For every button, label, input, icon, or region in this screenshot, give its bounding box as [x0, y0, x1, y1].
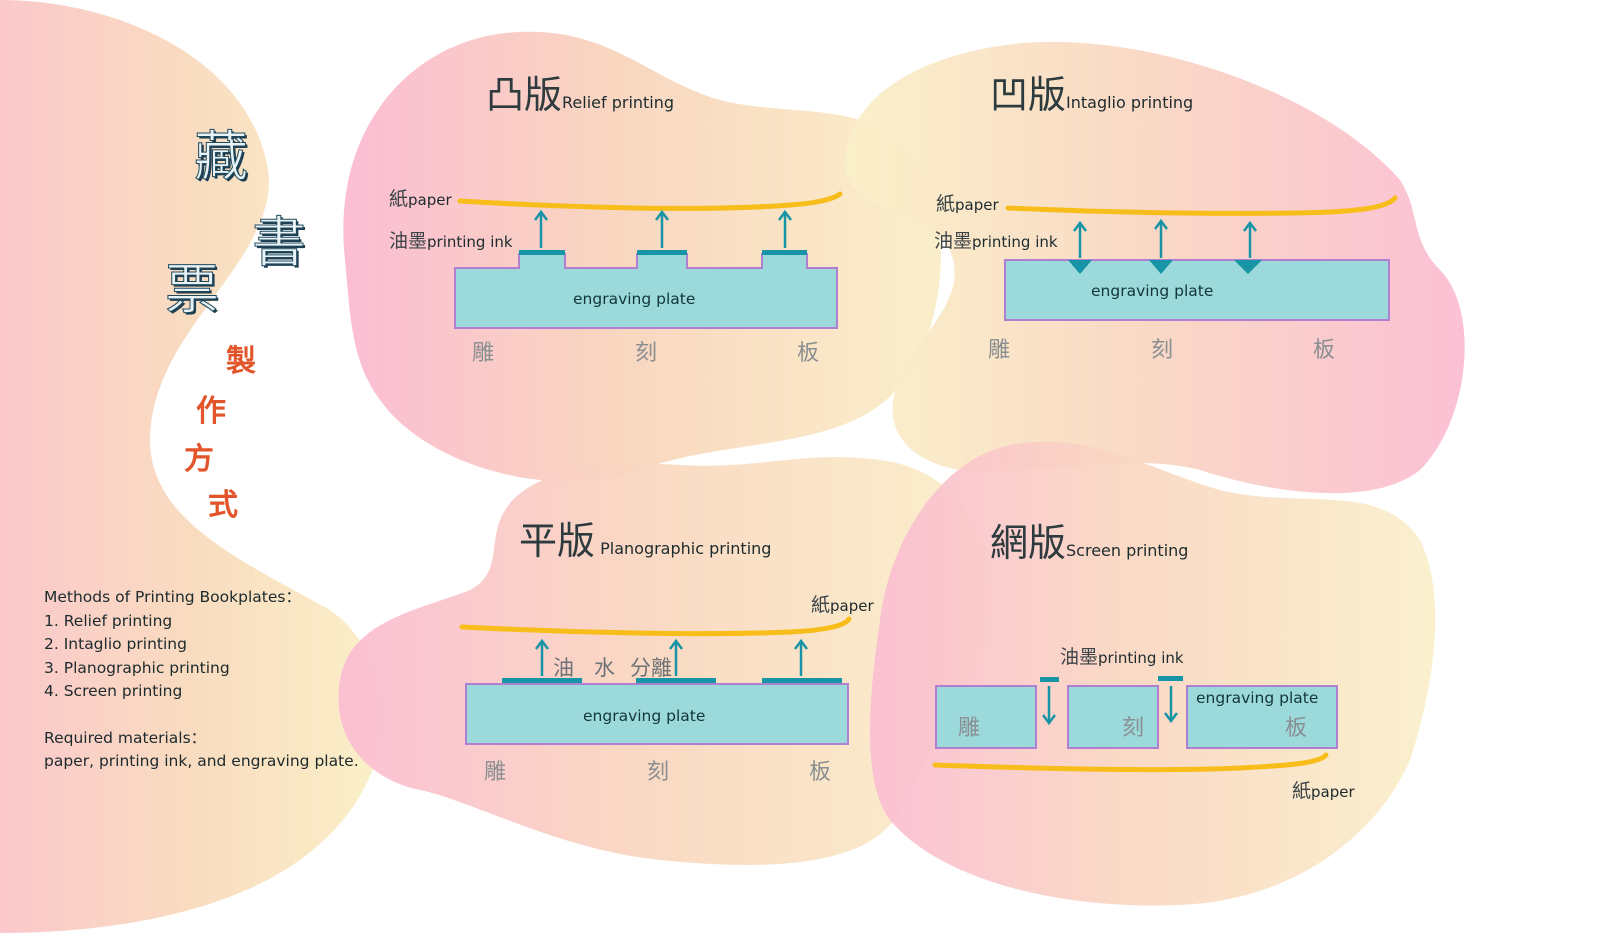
screen-paper-label: 紙paper — [1292, 780, 1355, 802]
subtitle-char-4: 式 — [208, 488, 238, 523]
intaglio-engraving-char-3: 板 — [1313, 338, 1336, 363]
planographic-title: 平版 Planographic printing — [519, 510, 771, 565]
screen-arrow-1 — [1042, 686, 1056, 726]
relief-ink-2 — [637, 250, 687, 255]
relief-arrow-2 — [655, 209, 669, 248]
method-item: 2. Intaglio printing — [44, 635, 187, 653]
screen-engraving-char-1: 雕 — [958, 716, 981, 741]
planographic-arrow-3 — [794, 638, 808, 676]
planographic-arrow-2 — [669, 638, 683, 676]
intaglio-paper-line — [1005, 195, 1398, 216]
planographic-title-en: Planographic printing — [600, 539, 772, 558]
screen-plate-label: engraving plate — [1196, 689, 1319, 707]
relief-engraving-char-2: 刻 — [635, 341, 658, 366]
planographic-paper-line — [459, 616, 852, 637]
screen-ink-label: 油墨printing ink — [1060, 646, 1184, 668]
separation-char-2: 水 — [594, 656, 615, 680]
relief-arrow-1 — [534, 209, 548, 248]
intaglio-title: 凹版Intaglio printing — [990, 64, 1193, 119]
planographic-ink-3 — [762, 678, 842, 683]
intaglio-groove-3 — [1234, 260, 1262, 274]
screen-ink-1 — [1040, 677, 1059, 682]
separation-char-1: 油 — [553, 656, 574, 680]
intaglio-title-en: Intaglio printing — [1066, 93, 1194, 112]
intaglio-groove-1 — [1068, 260, 1092, 274]
materials-heading: Required materials： — [44, 728, 207, 747]
planographic-paper-label: 紙paper — [811, 594, 874, 616]
screen-plate-2 — [1067, 685, 1159, 749]
relief-ink-label: 油墨printing ink — [389, 230, 513, 252]
intaglio-arrow-3 — [1243, 220, 1257, 258]
relief-title: 凸版Relief printing — [486, 64, 674, 119]
intaglio-arrow-1 — [1073, 220, 1087, 258]
intaglio-arrow-2 — [1154, 218, 1168, 258]
planographic-blob — [338, 457, 992, 865]
method-item: 1. Relief printing — [44, 611, 173, 630]
materials-list: paper, printing ink, and engraving plate… — [44, 752, 359, 770]
planographic-title-cjk: 平版 — [519, 519, 596, 563]
title-char-3: 票 — [165, 258, 220, 322]
screen-paper-line — [932, 752, 1329, 773]
intaglio-title-cjk: 凹版 — [990, 73, 1067, 117]
intaglio-engraving-char-1: 雕 — [988, 338, 1011, 363]
screen-engraving-char-2: 刻 — [1122, 716, 1145, 741]
intaglio-paper-label: 紙paper — [936, 193, 999, 215]
relief-ink-1 — [519, 250, 565, 255]
subtitle-char-2: 作 — [196, 394, 226, 429]
info-block: Methods of Printing Bookplates： 1. Relie… — [44, 586, 359, 774]
screen-title: 網版Screen printing — [990, 512, 1188, 567]
screen-blob — [870, 441, 1436, 906]
relief-paper-label: 紙paper — [389, 188, 452, 210]
planographic-ink-2 — [636, 678, 716, 683]
subtitle-char-3: 方 — [184, 442, 214, 477]
planographic-engraving-char-2: 刻 — [647, 760, 670, 785]
screen-title-cjk: 網版 — [990, 521, 1067, 565]
screen-ink-2 — [1158, 676, 1183, 681]
screen-arrow-2 — [1164, 686, 1178, 724]
intaglio-plate-label: engraving plate — [1091, 282, 1214, 300]
relief-engraving-char-3: 板 — [797, 341, 820, 366]
planographic-plate — [465, 683, 849, 745]
intaglio-ink-label: 油墨printing ink — [934, 230, 1058, 252]
left-blob — [0, 0, 383, 933]
intaglio-engraving-char-2: 刻 — [1151, 338, 1174, 363]
relief-title-cjk: 凸版 — [486, 73, 563, 117]
planographic-ink-1 — [502, 678, 582, 683]
title-char-2: 書 — [252, 211, 307, 275]
methods-heading: Methods of Printing Bookplates： — [44, 588, 301, 606]
method-item: 3. Planographic printing — [44, 658, 230, 677]
screen-engraving-char-3: 板 — [1285, 716, 1308, 741]
intaglio-plate — [1004, 259, 1390, 321]
intaglio-groove-2 — [1149, 260, 1173, 274]
relief-title-en: Relief printing — [562, 93, 675, 112]
relief-ink-3 — [762, 250, 807, 255]
relief-arrow-3 — [778, 209, 792, 248]
relief-engraving-char-1: 雕 — [472, 341, 495, 366]
screen-plate-3 — [1186, 685, 1338, 749]
method-item: 4. Screen printing — [44, 682, 183, 700]
screen-plate-1 — [935, 685, 1037, 749]
title-char-1: 藏 — [194, 125, 249, 189]
subtitle-char-1: 製 — [226, 344, 256, 379]
planographic-arrow-1 — [535, 638, 549, 676]
screen-title-en: Screen printing — [1066, 541, 1189, 560]
separation-char-3: 分離 — [630, 656, 672, 680]
planographic-engraving-char-3: 板 — [809, 760, 832, 785]
planographic-plate-label: engraving plate — [583, 707, 706, 725]
relief-plate-label: engraving plate — [573, 290, 696, 308]
relief-paper-line — [457, 191, 843, 211]
planographic-engraving-char-1: 雕 — [484, 760, 507, 785]
